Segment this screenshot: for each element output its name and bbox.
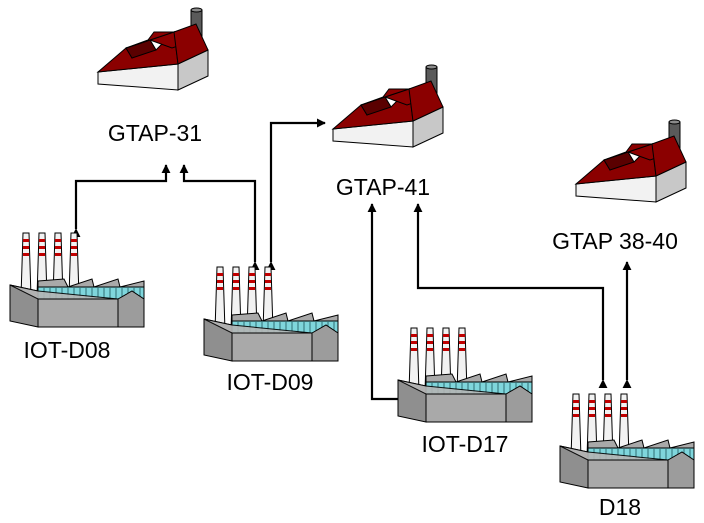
node-gtap3840: GTAP 38-40: [552, 120, 686, 254]
connectors: [76, 123, 627, 399]
node-gtap41: GTAP-41: [333, 65, 443, 200]
arrow-iotd09-gtap41: [271, 123, 325, 262]
node-iotd08: IOT-D08: [10, 233, 144, 363]
node-gtap31: GTAP-31: [98, 8, 208, 146]
arrow-iotd09-gtap31: [184, 165, 255, 262]
arrow-iotd08-gtap31: [76, 165, 166, 229]
arrow-iotd17-gtap41: [372, 204, 398, 399]
factory-icon: [98, 8, 208, 90]
node-label: GTAP 38-40: [552, 228, 678, 254]
power-plant-icon: [398, 328, 532, 422]
node-label: IOT-D09: [227, 369, 314, 395]
node-d18: D18: [560, 394, 694, 520]
node-iotd17: IOT-D17: [398, 328, 532, 457]
node-label: D18: [599, 494, 641, 520]
node-label: IOT-D08: [24, 337, 111, 363]
node-label: GTAP-41: [336, 174, 430, 200]
power-plant-icon: [204, 267, 338, 361]
power-plant-icon: [560, 394, 694, 488]
node-label: IOT-D17: [422, 431, 509, 457]
node-label: GTAP-31: [108, 120, 202, 146]
factory-icon: [333, 65, 443, 147]
factory-icon: [576, 120, 686, 202]
node-iotd09: IOT-D09: [204, 267, 338, 395]
power-plant-icon: [10, 233, 144, 327]
